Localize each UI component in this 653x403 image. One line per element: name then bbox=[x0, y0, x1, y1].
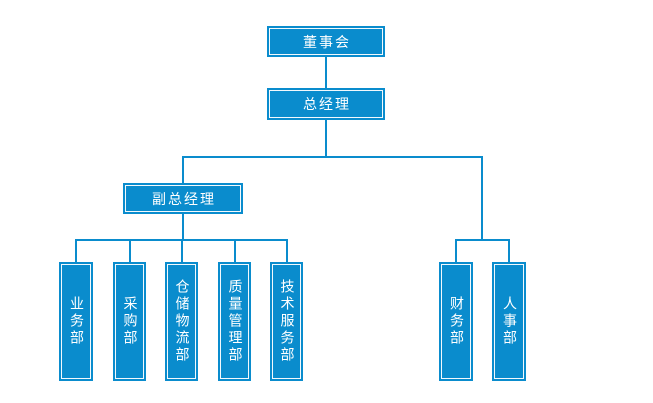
connector-drop-procurement bbox=[129, 239, 131, 262]
node-quality-management-dept-label: 质量管理部 bbox=[226, 279, 243, 364]
node-hr-dept-label: 人事部 bbox=[501, 296, 517, 347]
node-business-dept: 业务部 bbox=[59, 262, 93, 381]
connector-branch-to-right-group bbox=[481, 156, 483, 241]
node-procurement-dept: 采购部 bbox=[113, 262, 146, 381]
node-board: 董事会 bbox=[267, 26, 385, 57]
connector-dgm-down bbox=[182, 214, 184, 241]
node-general-manager-label: 总经理 bbox=[303, 97, 351, 113]
connector-branch-to-dgm bbox=[182, 156, 184, 183]
node-warehouse-logistics-dept: 仓储物流部 bbox=[165, 262, 198, 381]
node-hr-dept: 人事部 bbox=[492, 262, 526, 381]
node-finance-dept: 财务部 bbox=[439, 262, 473, 381]
node-deputy-general-manager: 副总经理 bbox=[123, 183, 243, 214]
node-technical-service-dept: 技术服务部 bbox=[270, 262, 303, 381]
connector-top-branch-horizontal bbox=[182, 156, 483, 158]
node-general-manager: 总经理 bbox=[267, 88, 385, 120]
node-board-label: 董事会 bbox=[303, 34, 351, 51]
connector-drop-technical bbox=[286, 239, 288, 262]
connector-board-to-gm bbox=[325, 57, 327, 88]
node-deputy-general-manager-label: 副总经理 bbox=[152, 191, 216, 208]
node-technical-service-dept-label: 技术服务部 bbox=[278, 279, 295, 364]
node-warehouse-logistics-dept-label: 仓储物流部 bbox=[173, 279, 190, 364]
connector-drop-warehouse bbox=[181, 239, 183, 262]
node-quality-management-dept: 质量管理部 bbox=[218, 262, 251, 381]
connector-drop-finance bbox=[455, 239, 457, 262]
connector-drop-business bbox=[75, 239, 77, 262]
connector-drop-quality bbox=[234, 239, 236, 262]
connector-gm-down bbox=[325, 120, 327, 158]
connector-right-group-horizontal bbox=[455, 239, 510, 241]
node-business-dept-label: 业务部 bbox=[68, 296, 84, 347]
node-procurement-dept-label: 采购部 bbox=[121, 296, 138, 347]
connector-drop-hr bbox=[508, 239, 510, 262]
node-finance-dept-label: 财务部 bbox=[448, 296, 464, 347]
